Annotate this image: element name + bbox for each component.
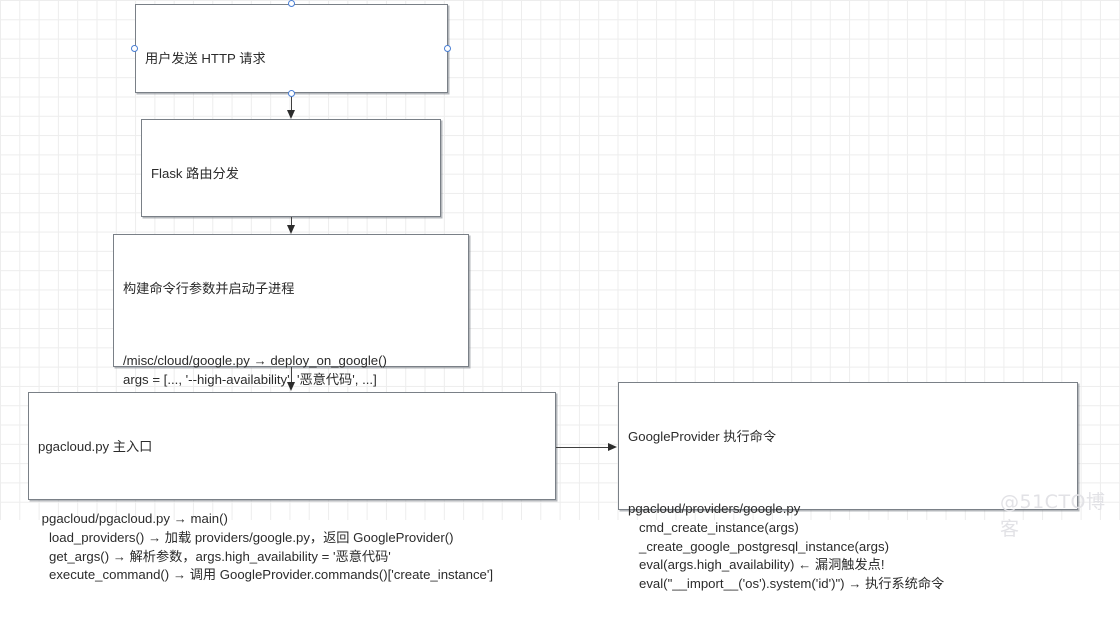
connector-arrow-1-2	[287, 110, 295, 119]
connector-arrow-4-5	[608, 443, 617, 451]
connector-handle-left[interactable]	[131, 45, 138, 52]
node-title: Flask 路由分发	[151, 166, 239, 182]
node-body: pgacloud/pgacloud.py → main() load_provi…	[41, 511, 494, 583]
connector-line-1-2	[291, 93, 292, 112]
node-build-args-subprocess[interactable]: 构建命令行参数并启动子进程 /misc/cloud/google.py → de…	[113, 234, 469, 497]
node-flask-route-dispatch[interactable]: Flask 路由分发 /misc/cloud/__init__.py → dep…	[141, 119, 441, 291]
diagram-canvas: 用户发送 HTTP 请求 POST /cloud/deploy {"cloud"…	[0, 0, 1120, 591]
watermark: @51CTO博客	[1000, 491, 1106, 540]
connector-handle-n1-bottom[interactable]	[288, 90, 295, 97]
connector-arrow-2-3	[287, 225, 295, 234]
node-title: 用户发送 HTTP 请求	[145, 51, 266, 67]
connector-handle-top[interactable]	[288, 0, 295, 7]
connector-line-4-5	[556, 447, 610, 448]
node-title: 构建命令行参数并启动子进程	[123, 281, 295, 297]
connector-line-2-3	[291, 217, 292, 227]
node-title: GoogleProvider 执行命令	[628, 429, 777, 445]
connector-handle-right[interactable]	[444, 45, 451, 52]
node-pgacloud-main-entry[interactable]: pgacloud.py 主入口 pgacloud/pgacloud.py → m…	[28, 392, 556, 582]
node-user-http-request[interactable]: 用户发送 HTTP 请求 POST /cloud/deploy {"cloud"…	[135, 4, 448, 176]
connector-arrow-3-4	[287, 382, 295, 391]
connector-line-3-4	[291, 367, 292, 385]
node-title: pgacloud.py 主入口	[38, 439, 153, 455]
